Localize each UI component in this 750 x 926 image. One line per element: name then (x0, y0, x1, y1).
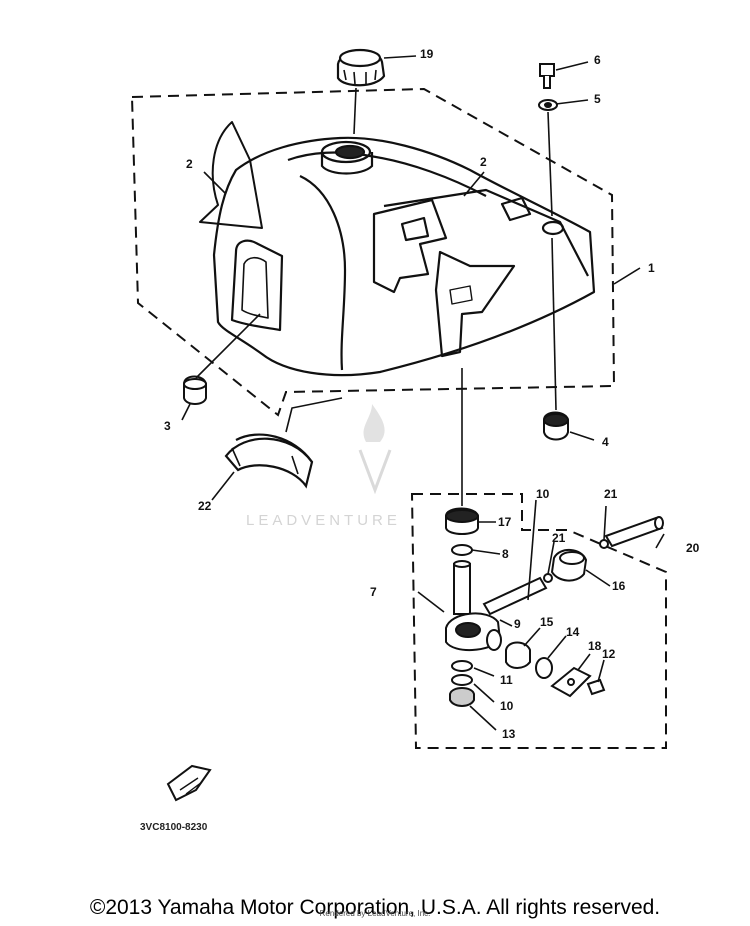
copyright-notice: ©2013 Yamaha Motor Corporation, U.S.A. A… (89, 896, 661, 919)
bolt (539, 63, 555, 89)
callout-22: 22 (198, 499, 212, 513)
damper-grommet (183, 375, 207, 405)
callout-12: 12 (602, 647, 616, 661)
callout-10-bottom: 10 (500, 699, 514, 713)
rendered-by-notice: Rendered by LeadVenture, Inc. (319, 909, 431, 918)
callout-10-top: 10 (536, 487, 550, 501)
callout-21-middle: 21 (552, 531, 566, 545)
tank-assembly-boundary (130, 87, 616, 417)
fuel-cap (336, 48, 386, 87)
callout-21-top: 21 (604, 487, 618, 501)
watermark-logo (358, 404, 392, 495)
callout-19: 19 (420, 47, 434, 61)
callout-11: 11 (500, 673, 513, 687)
leader-lines (181, 55, 665, 731)
fuel-cock-boundary (410, 493, 667, 749)
callout-5: 5 (594, 92, 601, 106)
washer (538, 99, 558, 111)
callout-2-left: 2 (186, 157, 193, 171)
watermark-text: LEADVENTURE (246, 512, 401, 529)
callout-7: 7 (370, 585, 377, 599)
callout-6: 6 (594, 53, 601, 67)
filler-neck (320, 140, 374, 175)
callout-13: 13 (502, 727, 516, 741)
fuel-cock-assembly (445, 507, 664, 707)
assembly-lines (195, 87, 557, 506)
callout-16: 16 (612, 579, 626, 593)
diagram-code: 3VC8100-8230 (140, 822, 208, 833)
callout-4: 4 (602, 435, 609, 449)
callout-20: 20 (686, 541, 700, 555)
fitting-band (224, 433, 314, 489)
callout-8: 8 (502, 547, 509, 561)
damper (543, 411, 569, 441)
callout-17: 17 (498, 515, 512, 529)
callout-2-right: 2 (480, 155, 487, 169)
callout-3: 3 (164, 419, 171, 433)
front-arrow-icon (166, 764, 212, 802)
callout-15: 15 (540, 615, 554, 629)
callout-9: 9 (514, 617, 521, 631)
callout-1: 1 (648, 261, 655, 275)
callout-14: 14 (566, 625, 580, 639)
fuel-tank (199, 121, 596, 377)
callout-18: 18 (588, 639, 602, 653)
